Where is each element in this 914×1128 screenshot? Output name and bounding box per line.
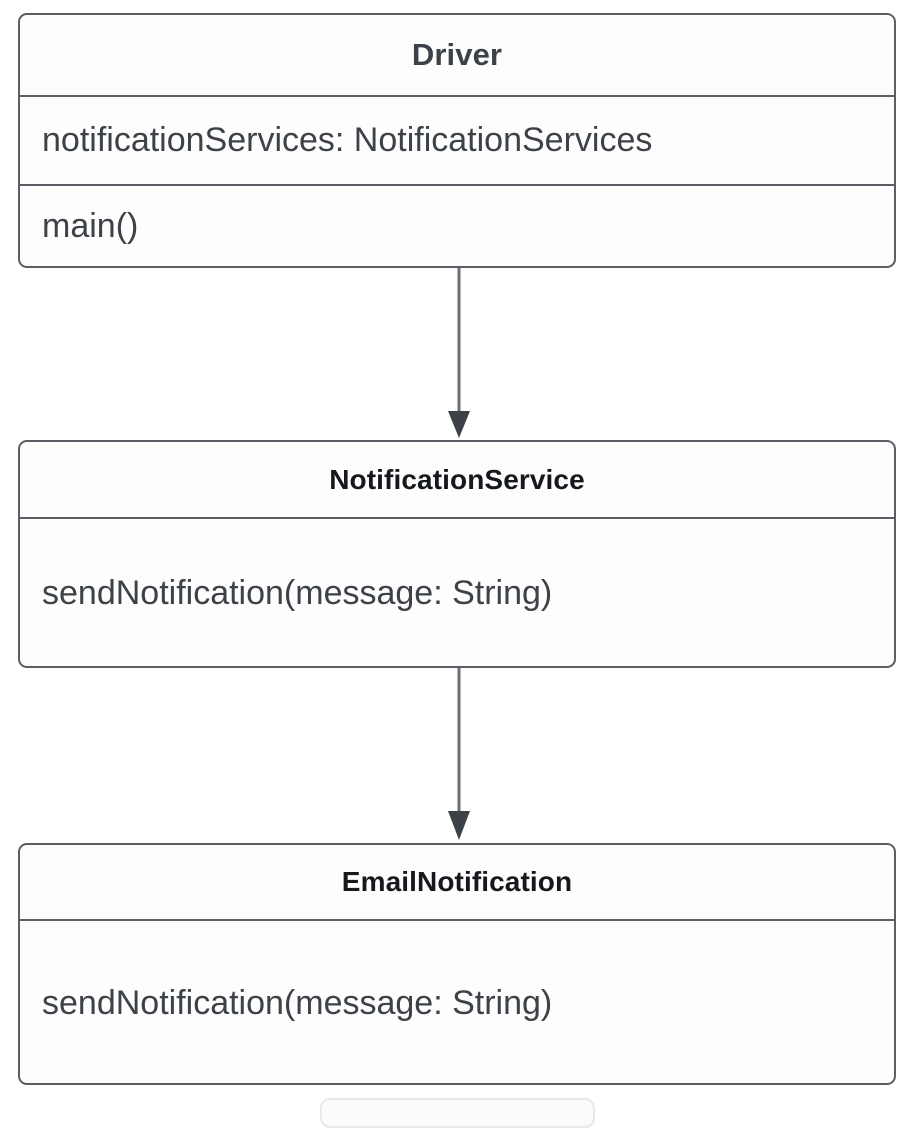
arrow-notificationservice-to-emailnotification [448, 668, 470, 840]
uml-class-driver-attributes: notificationServices: NotificationServic… [20, 95, 894, 184]
uml-class-emailnotification-methods: sendNotification(message: String) [20, 919, 894, 1083]
uml-class-notificationservice[interactable]: NotificationService sendNotification(mes… [18, 440, 896, 668]
uml-method: sendNotification(message: String) [42, 574, 553, 612]
uml-class-driver-methods: main() [20, 184, 894, 266]
uml-attribute: notificationServices: NotificationServic… [42, 121, 653, 159]
uml-class-partial-clipped[interactable] [320, 1098, 595, 1128]
uml-class-driver-title: Driver [411, 37, 503, 72]
uml-class-driver[interactable]: Driver notificationServices: Notificatio… [18, 13, 896, 268]
uml-class-notificationservice-title: NotificationService [329, 463, 585, 495]
uml-class-emailnotification-title: EmailNotification [341, 866, 573, 897]
arrowhead-triangle-icon [448, 411, 470, 438]
uml-method: main() [42, 206, 139, 245]
uml-class-notificationservice-methods: sendNotification(message: String) [20, 517, 894, 666]
arrow-driver-to-notificationservice [448, 268, 470, 438]
uml-class-emailnotification[interactable]: EmailNotification sendNotification(messa… [18, 843, 896, 1085]
arrowhead-triangle-icon [448, 811, 470, 840]
uml-method: sendNotification(message: String) [42, 983, 553, 1022]
